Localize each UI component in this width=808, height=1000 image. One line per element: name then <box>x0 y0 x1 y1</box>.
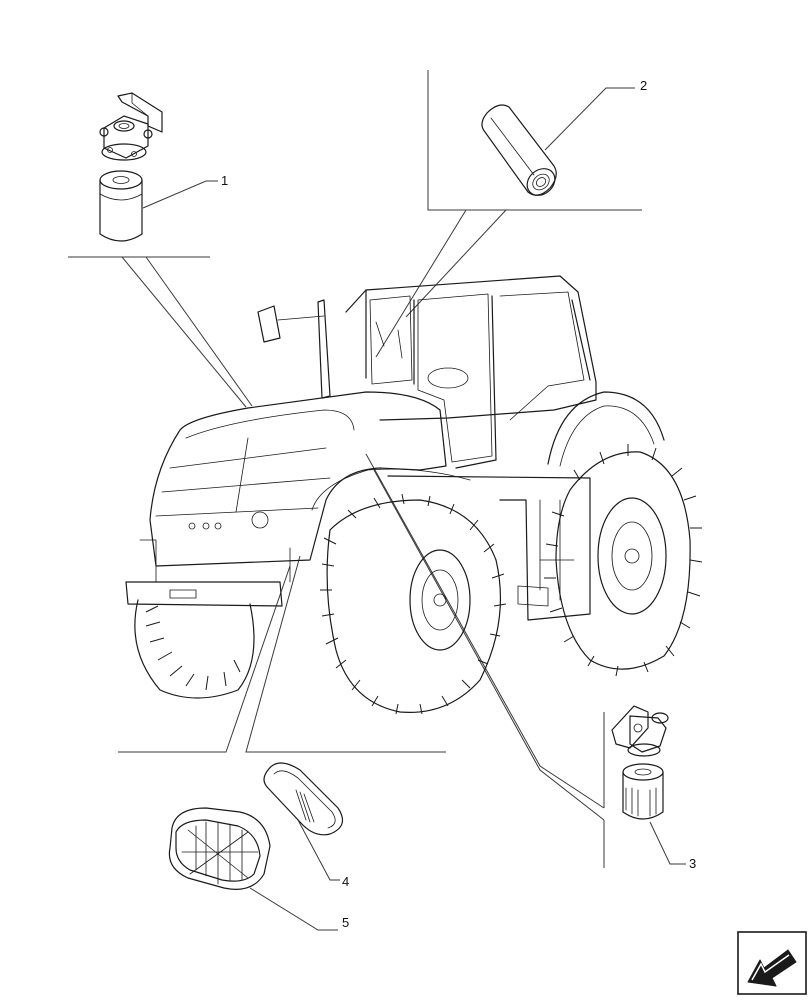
group-bracket-lines <box>68 70 642 868</box>
callout-4: 4 <box>342 874 349 889</box>
tractor-illustration <box>125 275 703 715</box>
part-1-filter-assembly: 1 <box>99 92 228 242</box>
part-3-spin-on-filter: 3 <box>611 705 696 871</box>
callout-3: 3 <box>689 856 696 871</box>
part-5-outer-air-filter: 5 <box>168 807 349 931</box>
part-4-inner-air-filter: 4 <box>263 762 349 889</box>
callout-2: 2 <box>640 78 647 93</box>
part-2-filter-element: 2 <box>481 78 647 196</box>
callout-1: 1 <box>221 173 228 188</box>
navigation-arrow-icon[interactable] <box>737 931 807 995</box>
callout-5: 5 <box>342 915 349 930</box>
